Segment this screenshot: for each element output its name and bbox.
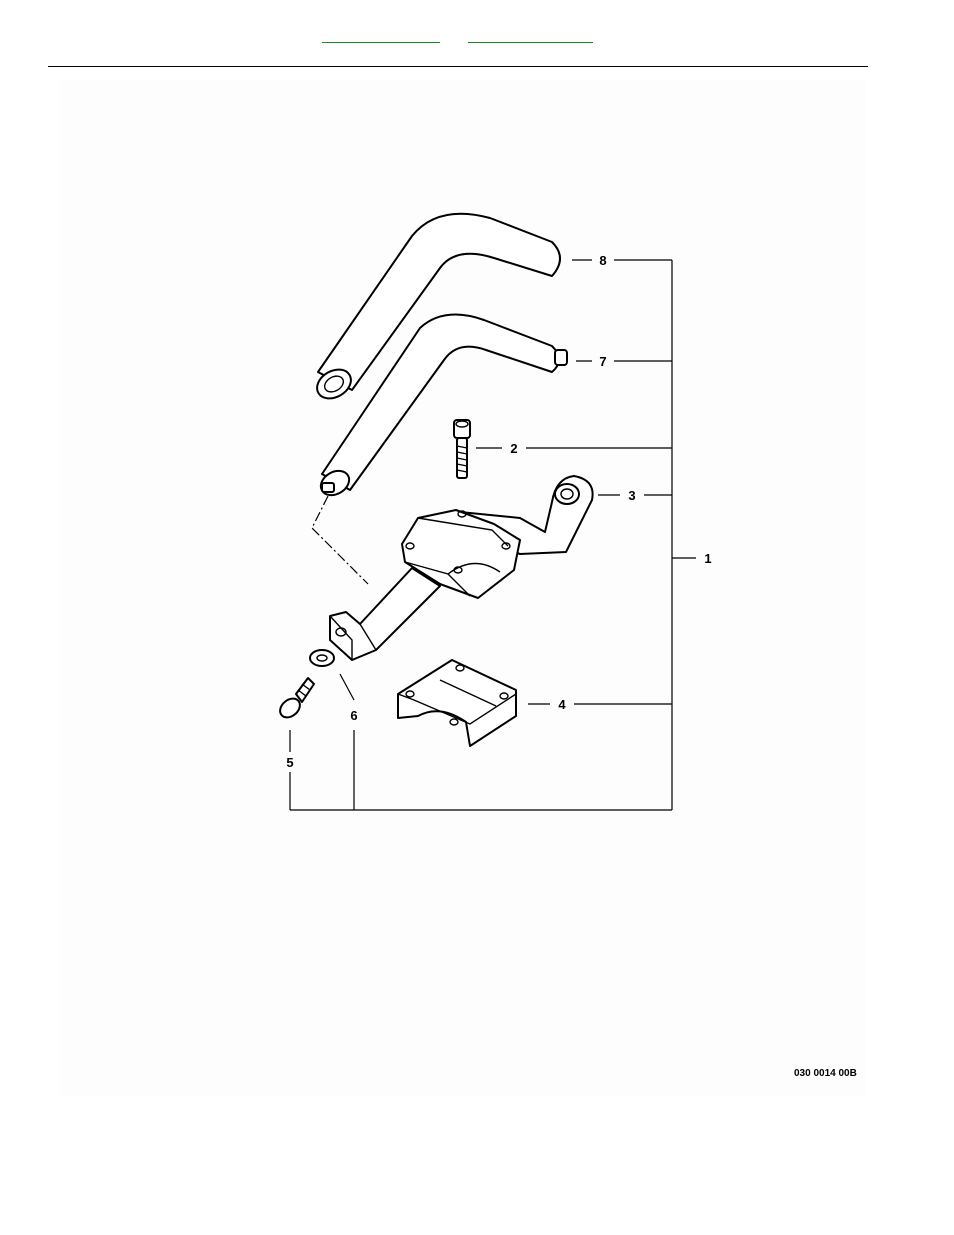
callout-7: 7 xyxy=(599,354,606,369)
part-6-washer xyxy=(310,650,334,666)
part-4-lower-clamp xyxy=(398,660,516,746)
callout-3: 3 xyxy=(628,488,635,503)
callout-8: 8 xyxy=(599,253,606,268)
part-8-handle-grip xyxy=(312,214,560,405)
assembly-guide-line xyxy=(312,496,368,584)
part-5-screw xyxy=(276,678,314,721)
part-3-upper-clamp-bracket xyxy=(330,476,593,660)
callout-1: 1 xyxy=(704,551,711,566)
callout-6: 6 xyxy=(350,708,357,723)
callout-2: 2 xyxy=(510,441,517,456)
callout-5: 5 xyxy=(286,755,293,770)
part-2-socket-screw xyxy=(454,420,470,478)
drawing-reference-code: 030 0014 00B xyxy=(794,1068,857,1079)
callout-4: 4 xyxy=(558,697,566,712)
